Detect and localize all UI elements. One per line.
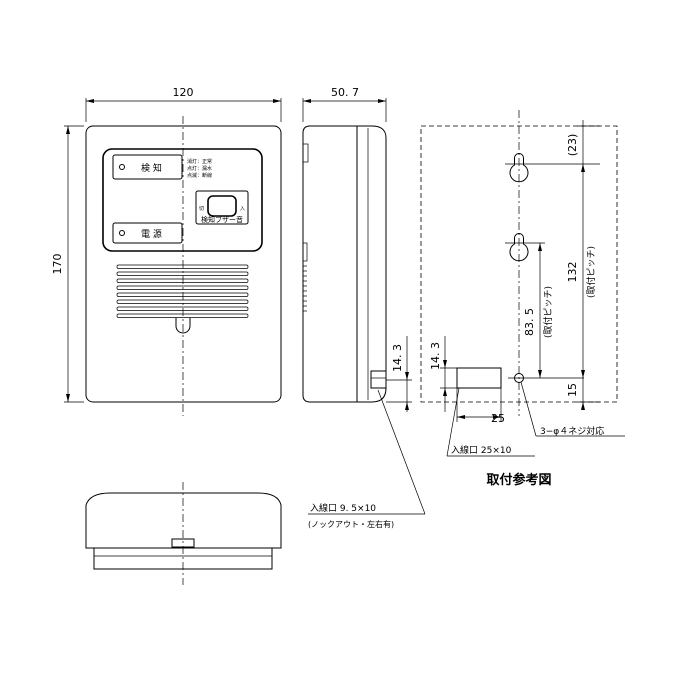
bottom-inlet-note: 入線口 9. 5×10 [310, 502, 376, 514]
keyhole-top [509, 153, 529, 183]
screw-cover [175, 318, 191, 334]
indicator-panel [102, 148, 263, 252]
switch-on-label: 入 [240, 206, 245, 212]
switch-off-label: 切 [199, 205, 204, 212]
legend-line-2: 点灯：漏水 [187, 165, 212, 172]
mount-inlet-height-dim: 14. 3 [429, 342, 442, 370]
detect-lamp [119, 164, 125, 170]
front-view: 120 170 検 知 消灯：正常 点灯：漏水 点滅：断線 切 入 検知ブザー音… [51, 86, 282, 416]
power-lamp [119, 230, 125, 236]
bottom-view: 入線口 9. 5×10 (ノックアウト・左右有) [85, 482, 394, 585]
side-view: 50. 7 14. 3 [302, 86, 426, 515]
front-body [85, 125, 282, 403]
pitch2-dim: 83. 5 [523, 308, 536, 336]
front-height-dim: 170 [51, 254, 64, 275]
legend-line-1: 消灯：正常 [187, 158, 212, 165]
pitch-dim: 132 [566, 262, 579, 283]
front-width-dim: 120 [173, 86, 194, 99]
bottom-inlet [171, 538, 195, 548]
pitch-label: (取付ピッチ) [586, 246, 597, 298]
speaker-grille [116, 264, 249, 318]
screw-note: 3−φ４ネジ対応 [540, 425, 604, 437]
buzzer-switch-frame [195, 190, 249, 225]
side-inlet [370, 370, 387, 389]
bottom-offset-dim: 15 [566, 383, 579, 397]
mount-view: (23) 132 (取付ピッチ) 83. 5 (取付ピッチ) 15 14. 3 … [420, 110, 625, 488]
detect-label: 検 知 [141, 162, 162, 174]
side-depth-dim: 50. 7 [331, 86, 359, 99]
legend-line-3: 点滅：断線 [187, 172, 212, 179]
mount-inlet [456, 367, 502, 389]
side-body [302, 125, 387, 403]
keyhole-middle [509, 233, 529, 262]
switch-caption: 検知ブザー音 [201, 215, 243, 224]
power-label: 電 源 [141, 229, 162, 240]
inlet-width-dim: 25 [491, 412, 505, 425]
bottom-body-base [93, 547, 273, 570]
bottom-body-top [85, 492, 282, 549]
side-inlet-height-dim: 14. 3 [391, 344, 404, 372]
inlet-note: 入線口 25×10 [451, 444, 512, 456]
buzzer-switch[interactable] [207, 195, 237, 217]
mount-title: 取付参考図 [486, 472, 551, 488]
pitch2-label: (取付ピッチ) [543, 286, 554, 338]
bottom-inlet-subnote: (ノックアウト・左右有) [308, 519, 394, 529]
top-offset-dim: (23) [566, 134, 579, 157]
